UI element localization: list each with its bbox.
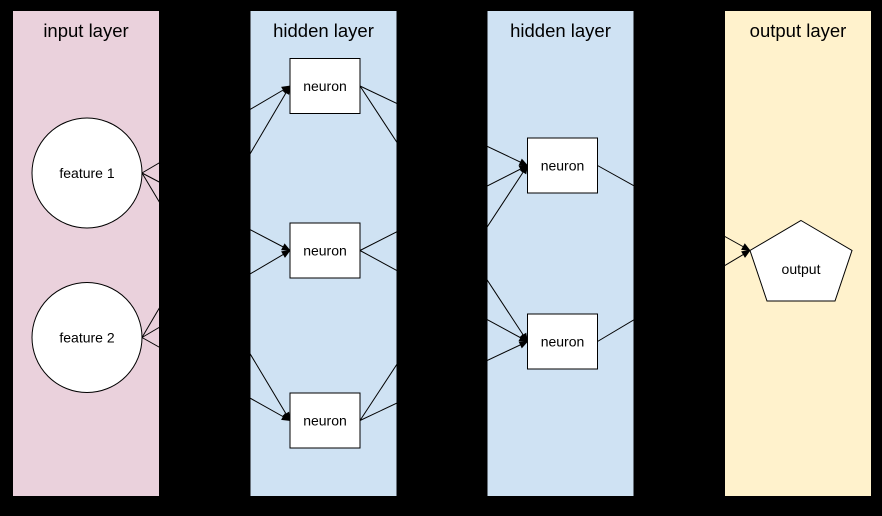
edge-feature1-h1neuron1 <box>141 85 291 174</box>
edge-feature1-h1neuron3 <box>141 172 291 422</box>
hidden1-neuron-3-label: neuron <box>303 413 347 429</box>
input-layer-column <box>13 11 159 496</box>
hidden1-neuron-3-node <box>289 392 361 449</box>
edge-h2neuron1-output <box>597 165 751 251</box>
output-label: output <box>782 261 821 277</box>
edge-feature2-h1neuron3 <box>141 337 291 421</box>
hidden2-neuron-1-node <box>527 137 598 194</box>
hidden-layer-2-title: hidden layer <box>510 20 611 41</box>
edge-h1neuron3-h2neuron1 <box>359 164 528 421</box>
output-layer-title: output layer <box>750 20 847 41</box>
edge-group <box>141 85 751 422</box>
output-node <box>749 219 853 302</box>
feature-2-node <box>31 282 143 393</box>
hidden2-neuron-2-label: neuron <box>541 334 585 350</box>
feature-1-node <box>31 117 143 229</box>
edge-h1neuron3-h2neuron2 <box>359 341 529 421</box>
edge-feature2-h1neuron1 <box>141 85 291 338</box>
hidden1-neuron-2-node <box>289 222 361 279</box>
feature-2-label: feature 2 <box>59 330 114 346</box>
hidden1-neuron-2-label: neuron <box>303 243 347 259</box>
hidden-layer-1-title: hidden layer <box>273 20 374 41</box>
edge-h1neuron1-h2neuron1 <box>359 85 529 166</box>
hidden2-neuron-2-node <box>527 313 598 370</box>
hidden1-neuron-1-label: neuron <box>303 78 347 94</box>
hidden2-neuron-1-label: neuron <box>541 158 585 174</box>
hidden1-neuron-1-node <box>289 58 361 114</box>
feature-1-label: feature 1 <box>59 165 114 181</box>
edge-h1neuron2-h2neuron1 <box>359 165 529 251</box>
hidden-layer-2-column <box>487 11 634 496</box>
edge-h1neuron2-h2neuron2 <box>359 250 529 342</box>
edge-h1neuron1-h2neuron2 <box>359 85 528 343</box>
edge-h2neuron2-output <box>597 250 751 342</box>
edge-feature2-h1neuron2 <box>141 250 291 338</box>
input-layer-title: input layer <box>43 20 128 41</box>
